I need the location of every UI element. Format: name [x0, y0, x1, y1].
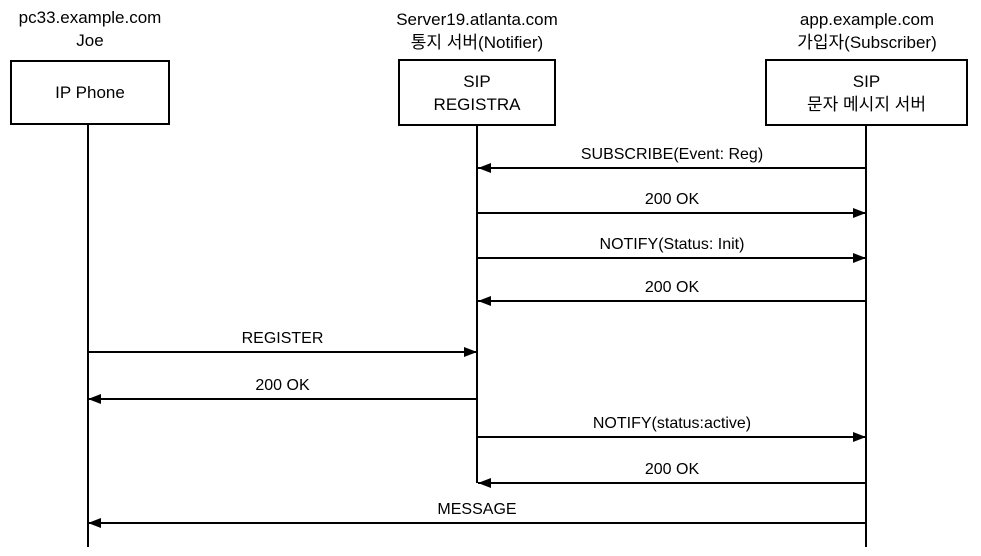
participant-box-sip-registra: SIP REGISTRA: [398, 59, 556, 126]
participant-host: Server19.atlanta.com: [396, 10, 558, 29]
message-label: SUBSCRIBE(Event: Reg): [580, 146, 764, 163]
message-label: REGISTER: [241, 330, 324, 347]
message-200ok-3: 200 OK: [88, 376, 477, 404]
message-label: NOTIFY(status:active): [592, 415, 752, 432]
lifeline-server19: [476, 126, 478, 483]
box-label: IP Phone: [55, 83, 125, 102]
participant-box-ip-phone: IP Phone: [10, 60, 170, 125]
participant-role: 가입자(Subscriber): [797, 33, 937, 52]
lifeline-app: [865, 126, 867, 547]
message-label: 200 OK: [255, 377, 310, 394]
arrowhead-right-icon: [853, 208, 866, 218]
message-200ok-1: 200 OK: [478, 190, 866, 218]
participant-box-sip-message-server: SIP 문자 메시지 서버: [765, 59, 968, 126]
message-arrow-line: [478, 163, 866, 173]
message-arrow-line: [88, 347, 477, 357]
message-arrow-line: [88, 518, 866, 528]
participant-host: app.example.com: [799, 10, 935, 29]
message-label: NOTIFY(Status: Init): [599, 236, 745, 253]
message-subscribe: SUBSCRIBE(Event: Reg): [478, 145, 866, 173]
message-arrow-line: [478, 253, 866, 263]
message-notify-init: NOTIFY(Status: Init): [478, 235, 866, 263]
message-register: REGISTER: [88, 329, 477, 357]
arrowhead-left-icon: [478, 163, 491, 173]
box-label: SIP: [852, 71, 881, 91]
message-arrow-line: [88, 394, 477, 404]
lifeline-pc33: [87, 125, 89, 547]
arrowhead-right-icon: [464, 347, 477, 357]
participant-caption-app: app.example.com 가입자(Subscriber): [727, 8, 981, 54]
message-label: 200 OK: [644, 279, 700, 296]
arrowhead-left-icon: [88, 518, 101, 528]
message-notify-active: NOTIFY(status:active): [478, 414, 866, 442]
participant-role: 통지 서버(Notifier): [410, 33, 544, 52]
arrowhead-left-icon: [478, 478, 491, 488]
message-arrow-line: [478, 432, 866, 442]
box-label: SIP: [463, 71, 491, 91]
message-arrow-line: [478, 296, 866, 306]
arrowhead-left-icon: [478, 296, 491, 306]
box-label: 문자 메시지 서버: [807, 94, 926, 114]
participant-host: pc33.example.com: [18, 8, 162, 27]
message-200ok-4: 200 OK: [478, 460, 866, 488]
participant-role: Joe: [76, 31, 104, 50]
participant-caption-server19: Server19.atlanta.com 통지 서버(Notifier): [337, 8, 617, 54]
box-label: REGISTRA: [433, 94, 521, 114]
arrowhead-left-icon: [88, 394, 101, 404]
arrowhead-right-icon: [853, 253, 866, 263]
message-label: MESSAGE: [437, 501, 517, 518]
message-arrow-line: [478, 478, 866, 488]
message-label: 200 OK: [644, 191, 700, 208]
message-arrow-line: [478, 208, 866, 218]
participant-caption-pc33: pc33.example.com Joe: [0, 6, 180, 52]
message-message: MESSAGE: [88, 500, 866, 528]
message-label: 200 OK: [644, 461, 700, 478]
arrowhead-right-icon: [853, 432, 866, 442]
message-200ok-2: 200 OK: [478, 278, 866, 306]
